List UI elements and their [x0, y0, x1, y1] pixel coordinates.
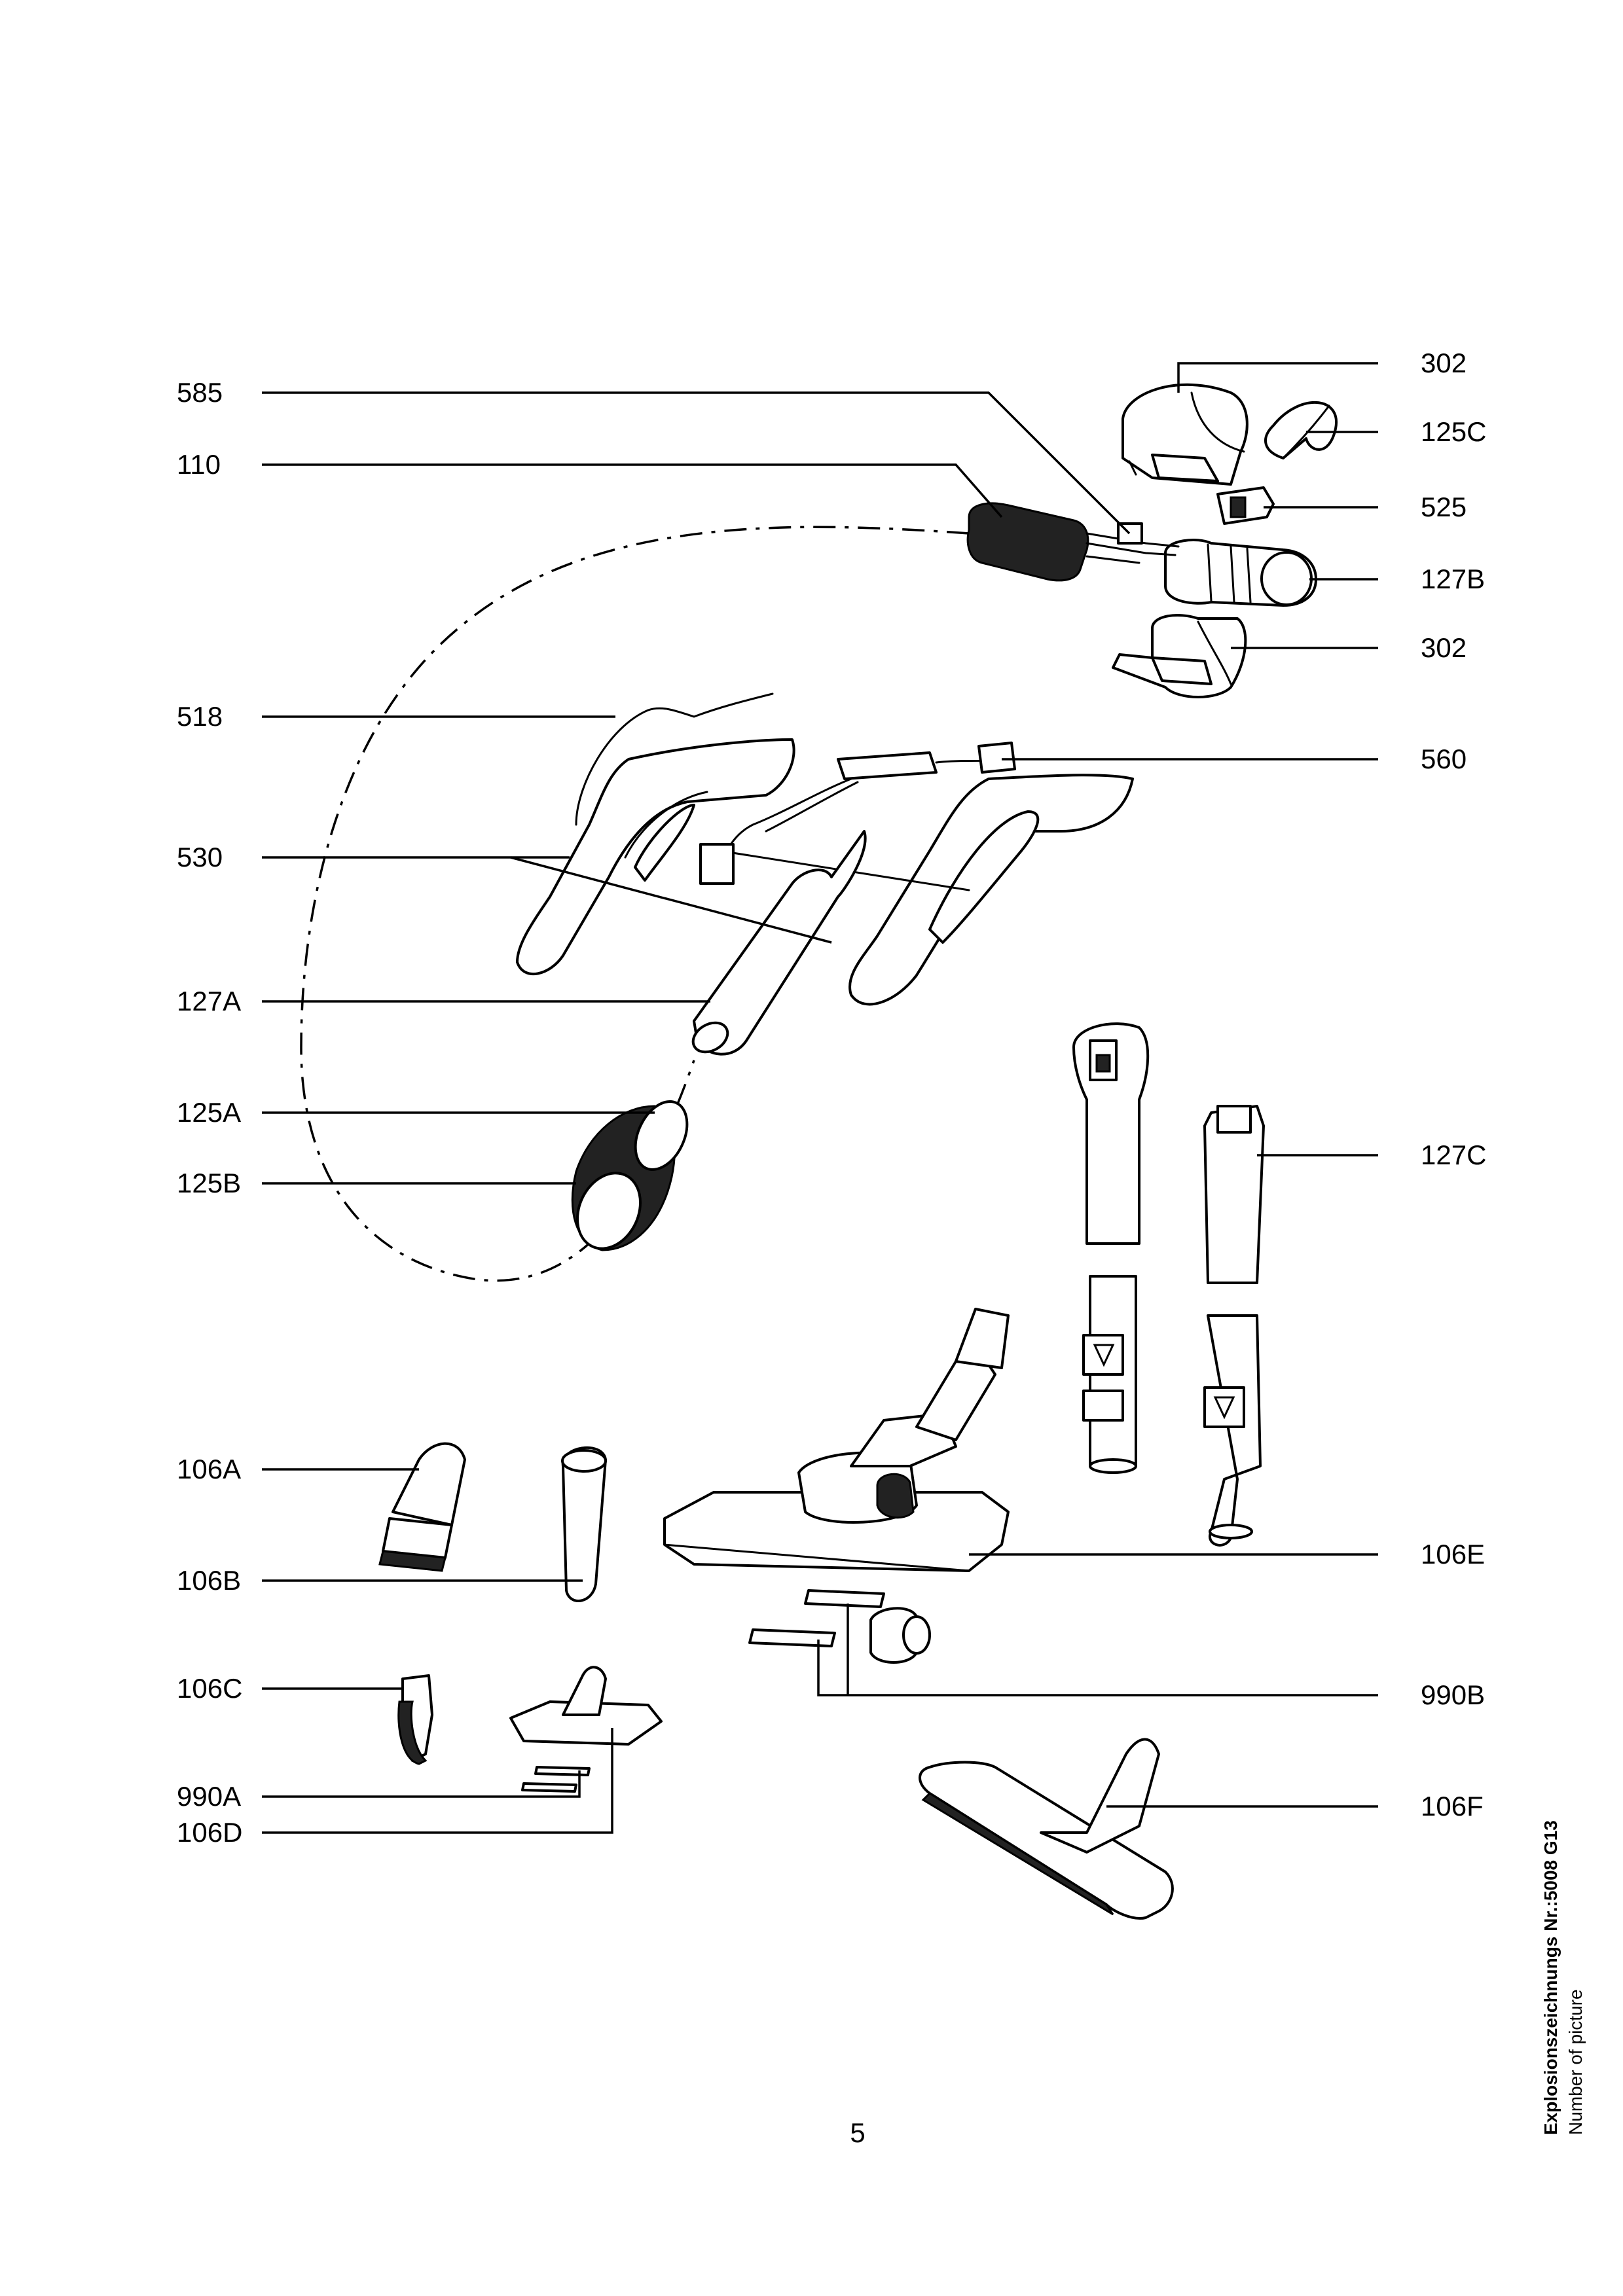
label-125b: 125B	[177, 1168, 241, 1198]
part-125-hose-swivel	[571, 1100, 689, 1251]
label-302-bottom: 302	[1421, 632, 1467, 663]
part-127b-swivel	[1164, 539, 1317, 607]
label-127a: 127A	[177, 986, 241, 1016]
label-106a: 106A	[177, 1454, 241, 1484]
leader-lines	[262, 362, 1378, 1834]
label-127c: 127C	[1421, 1139, 1486, 1170]
part-518-cover	[575, 692, 774, 826]
label-106f: 106F	[1421, 1791, 1484, 1821]
label-125a: 125A	[177, 1097, 241, 1128]
label-585: 585	[177, 377, 223, 408]
part-127a-tube	[691, 830, 867, 1056]
label-106c: 106C	[177, 1673, 242, 1704]
label-106e: 106E	[1421, 1539, 1485, 1570]
label-106d: 106D	[177, 1817, 242, 1848]
label-110: 110	[177, 449, 221, 480]
label-127b: 127B	[1421, 564, 1485, 594]
label-990b: 990B	[1421, 1679, 1485, 1710]
label-518: 518	[177, 701, 223, 732]
part-106b-crevice-nozzle	[561, 1446, 607, 1602]
label-525: 525	[1421, 492, 1467, 522]
caption-subtitle: Number of picture	[1565, 1989, 1586, 2135]
part-106d-upholstery-nozzle	[509, 1666, 663, 1793]
label-125c: 125C	[1421, 416, 1486, 447]
label-560: 560	[1421, 744, 1467, 774]
page-number: 5	[850, 2117, 866, 2148]
label-302-top: 302	[1421, 348, 1467, 378]
part-106a-brush	[378, 1442, 466, 1572]
part-125c-clip	[1264, 401, 1338, 459]
part-106c-small-brush	[397, 1674, 433, 1765]
part-302-lower-housing	[1112, 614, 1247, 698]
label-530: 530	[177, 842, 223, 872]
hose-assembly-outline	[300, 526, 970, 1282]
picture-number-caption: Explosionszeichnungs Nr.:5008 G13 Number…	[1539, 1820, 1588, 2135]
part-560-cable-switch	[699, 742, 1016, 885]
part-labels-right: 302 125C 525 127B 302 560 127C 106E 990B…	[1421, 348, 1486, 1821]
part-106f-parquet-nozzle	[919, 1738, 1174, 1920]
caption-title: Explosionszeichnungs Nr.:5008 G13	[1541, 1820, 1561, 2135]
part-106e-floor-nozzle	[663, 1308, 1010, 1572]
part-990b-wheels	[748, 1589, 931, 1664]
part-labels-left: 585 110 518 530 127A 125A 125B 106A 106B…	[177, 377, 242, 1848]
label-106b: 106B	[177, 1565, 241, 1596]
part-127c-tube-lower	[1203, 1105, 1265, 1547]
part-127c-tube-upper	[1072, 1022, 1150, 1474]
part-302-upper-housing	[1122, 383, 1249, 486]
part-530-handle-frame	[516, 738, 1134, 1006]
part-525-switch	[1216, 486, 1275, 525]
label-990a: 990A	[177, 1781, 241, 1812]
